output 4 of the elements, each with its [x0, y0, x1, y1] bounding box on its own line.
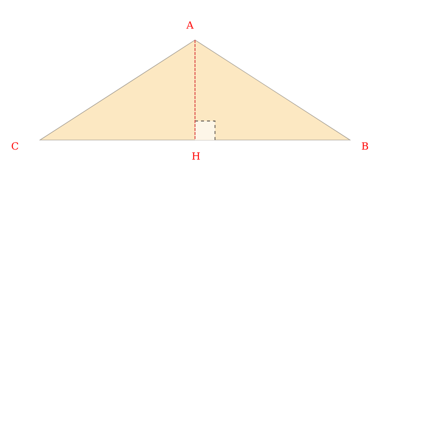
point-label: B: [362, 142, 368, 150]
point-label: C: [12, 142, 18, 150]
point-label: A: [186, 21, 194, 29]
point-label: H: [192, 152, 200, 160]
